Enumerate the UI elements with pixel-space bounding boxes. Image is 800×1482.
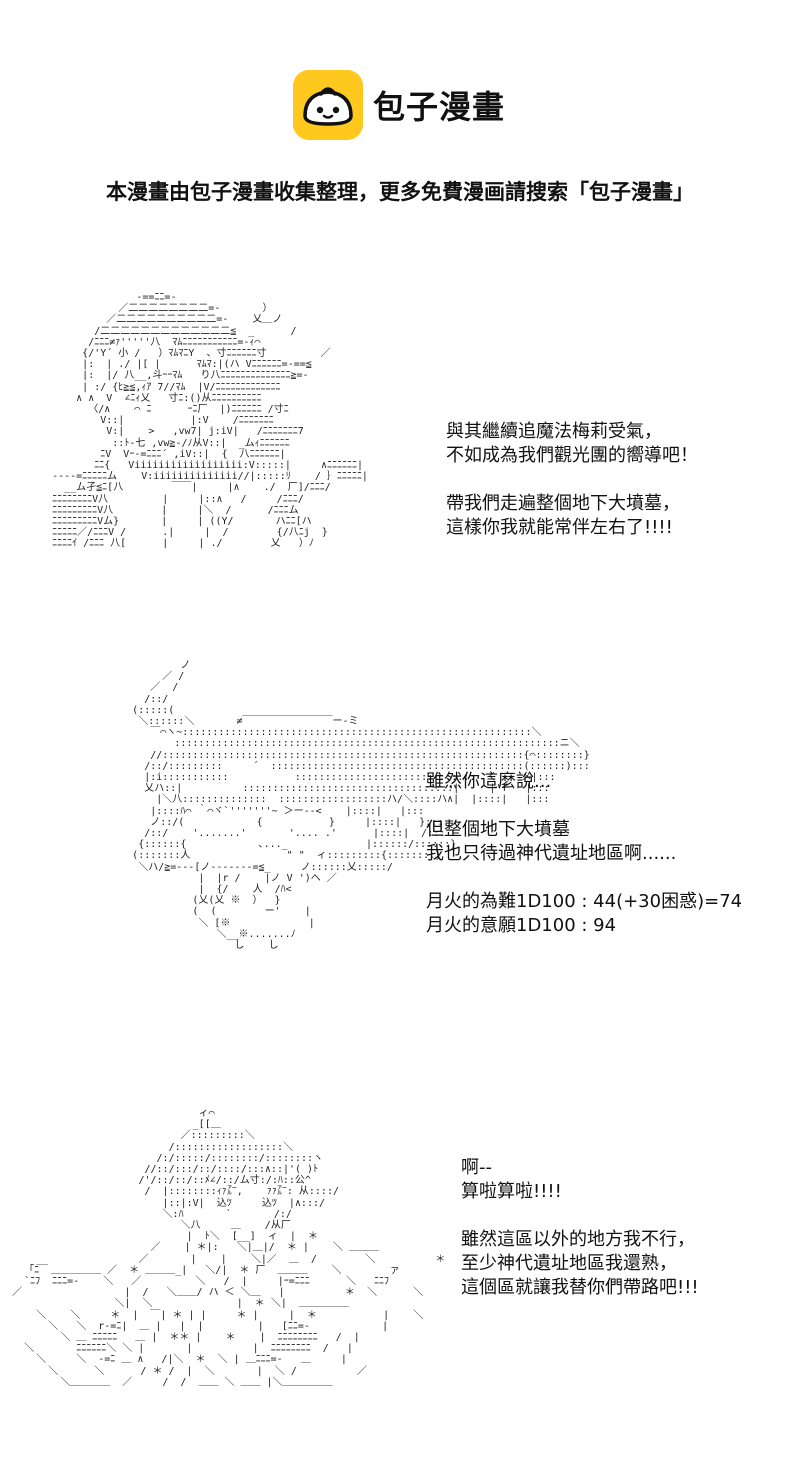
ascii-art-character-3: ィ⌒ _[[＿ ／:::::::::＼ /::::::::::::::::::＼…: [12, 1108, 446, 1388]
dialogue-line: 不如成為我們觀光團的嚮導吧！: [446, 445, 698, 466]
dialogue-panel-2: 雖然你這麼說... 但整個地下大墳墓 我也只待過神代遺址地區啊...... 月火…: [426, 770, 742, 938]
ascii-art-character-2: ノ ／ / ／ / /::/ (:::::( ＼::::::＼ ≠￣￣￣￣￣￣￣…: [132, 660, 590, 952]
logo-text: 包子漫畫: [373, 88, 506, 126]
dialogue-line: 月火的為難1D100 : 44(+30困惑)=74: [426, 891, 743, 912]
dialogue-line: 這樣你我就能常伴左右了!!!!: [446, 517, 673, 538]
dialogue-line: 與其繼續追魔法梅莉受氣，: [446, 421, 662, 442]
dialogue-line: 算啦算啦!!!!: [461, 1181, 562, 1202]
source-notice: 本漫畫由包子漫畫收集整理，更多免費漫画請搜索「包子漫畫」: [106, 180, 694, 204]
dialogue-line: 但整個地下大墳墓: [426, 819, 570, 840]
ascii-art-character-1: -==ﾆﾆ=- ／二二二二二二二二=- ） ／二二二二二二二二二二=- 乂＿ノ …: [52, 292, 368, 550]
dialogue-line: 帶我們走遍整個地下大墳墓，: [446, 493, 680, 514]
dialogue-line: 至少神代遺址地區我還熟，: [461, 1253, 677, 1274]
dialogue-line: [426, 794, 742, 818]
dialogue-line: 雖然你這麼說...: [426, 771, 552, 792]
dialogue-line: 月火的意願1D100 : 94: [426, 915, 617, 936]
dialogue-line: [446, 468, 698, 492]
site-logo: 包子漫畫: [293, 70, 505, 140]
dialogue-line: [426, 866, 742, 890]
bun-logo-icon: [293, 70, 363, 140]
dialogue-line: 雖然這區以外的地方我不行，: [461, 1229, 695, 1250]
dialogue-line: 這個區就讓我替你們帶路吧!!!: [461, 1277, 699, 1298]
dialogue-panel-1: 與其繼續追魔法梅莉受氣， 不如成為我們觀光團的嚮導吧！ 帶我們走遍整個地下大墳墓…: [446, 420, 698, 540]
dialogue-line: 啊--: [461, 1157, 492, 1178]
dialogue-line: 我也只待過神代遺址地區啊......: [426, 843, 677, 864]
dialogue-line: [461, 1204, 699, 1228]
dialogue-panel-3: 啊-- 算啦算啦!!!! 雖然這區以外的地方我不行， 至少神代遺址地區我還熟， …: [461, 1156, 699, 1300]
